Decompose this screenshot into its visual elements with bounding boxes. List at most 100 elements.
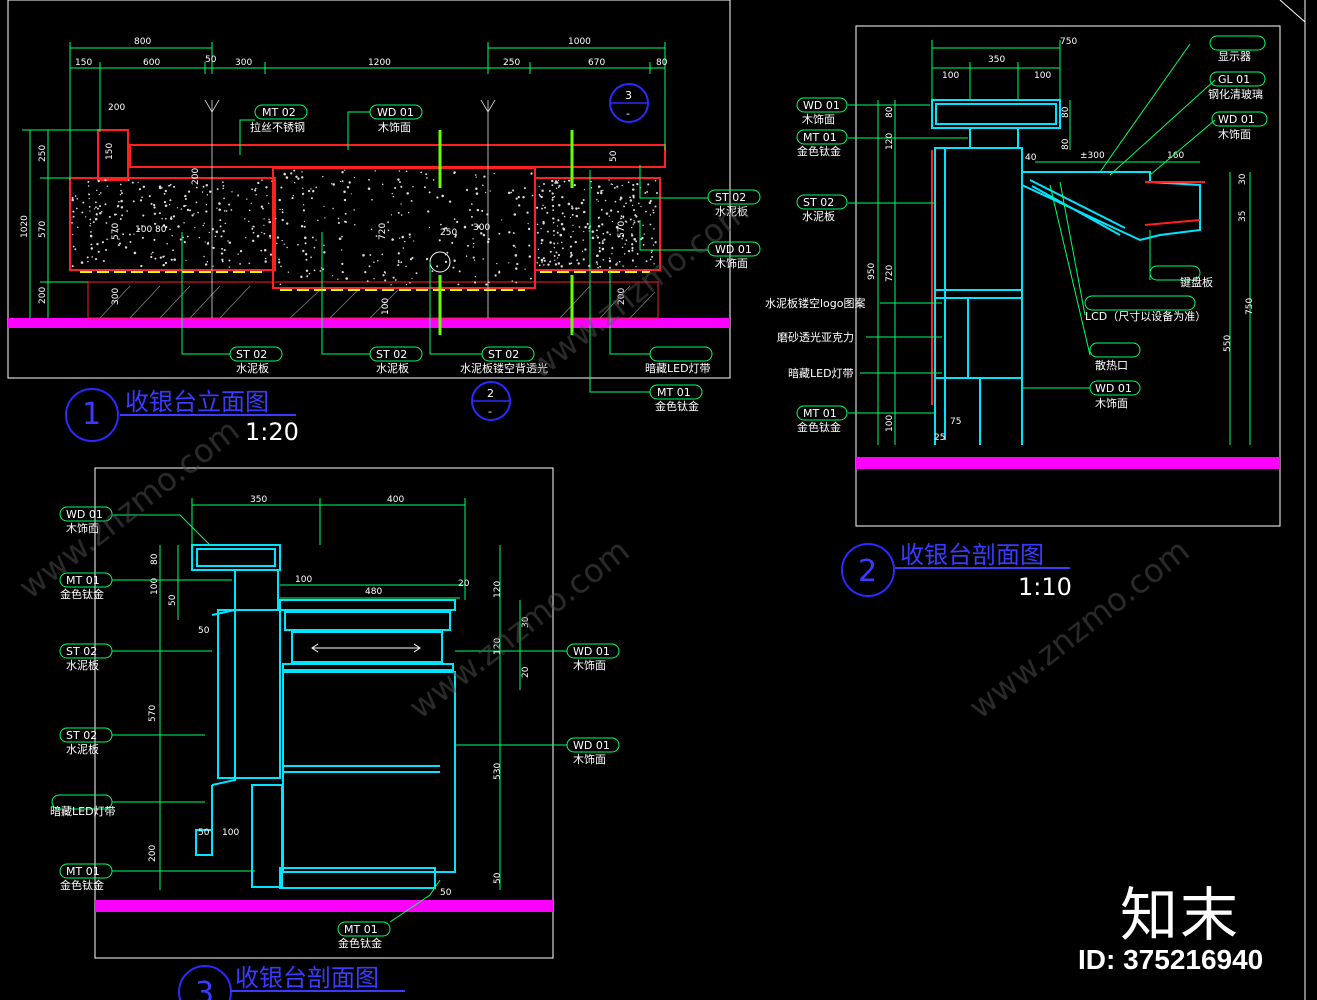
texture-dot [542, 222, 545, 225]
view2-tags-right: 显示器 GL 01 钢化清玻璃 WD 01 木饰面 键盘板 LCD（尺寸以设备为… [1084, 35, 1268, 410]
texture-dot [193, 213, 195, 215]
view2-section: 750 350 100 100 80 120 950 720 80 100 75… [765, 25, 1281, 601]
texture-dot [132, 200, 135, 203]
sheet-border-corner [1279, 0, 1306, 23]
texture-dot [583, 188, 586, 191]
texture-dot [544, 206, 546, 209]
texture-dot [481, 209, 484, 212]
texture-dot [474, 281, 477, 284]
texture-dot [228, 259, 231, 262]
texture-dot [291, 197, 294, 200]
v1-dim-left: 200 [38, 287, 48, 304]
view3-dimension-lines [159, 498, 521, 890]
texture-dot [323, 251, 326, 254]
texture-dot [397, 252, 400, 255]
texture-dot [119, 183, 122, 186]
texture-dot [611, 183, 614, 186]
texture-dot [154, 222, 157, 225]
texture-dot [631, 204, 634, 207]
texture-dot [498, 271, 501, 274]
texture-dot [411, 277, 413, 280]
texture-dot [302, 187, 304, 190]
view1-section-cuts [438, 130, 574, 335]
texture-dot [302, 209, 306, 212]
texture-dot [397, 261, 400, 264]
texture-dot [248, 220, 250, 223]
texture-dot [621, 237, 623, 240]
svg-text:金色钛金: 金色钛金 [655, 399, 699, 413]
texture-dot [100, 210, 103, 213]
texture-dot [636, 182, 639, 186]
view2-number: 2 [858, 554, 877, 589]
v2-dim: 750 [1060, 37, 1077, 47]
texture-dot [317, 219, 319, 222]
texture-dot [319, 270, 322, 272]
v2-dim: 100 [942, 71, 959, 81]
texture-dot [645, 210, 647, 213]
texture-dot [598, 250, 601, 253]
texture-dot [260, 249, 263, 252]
texture-dot [338, 237, 342, 241]
v2-dim: 80 [885, 106, 895, 118]
texture-dot [72, 233, 74, 236]
texture-dot [553, 234, 555, 236]
marker-2-sub: - [488, 405, 492, 418]
v1-dim-inner: 720 [378, 223, 388, 240]
view3-number: 3 [195, 976, 214, 1000]
texture-dot [586, 222, 589, 226]
texture-dot [164, 189, 167, 193]
v3-dim: 530 [493, 763, 503, 780]
svg-text:WD 01: WD 01 [377, 106, 414, 119]
texture-dot [498, 232, 501, 235]
texture-dot [540, 242, 543, 245]
texture-dot [255, 194, 257, 196]
texture-dot [268, 218, 270, 220]
texture-dot [409, 258, 413, 261]
texture-dot [290, 172, 293, 175]
texture-dot [203, 222, 205, 224]
texture-dot [312, 190, 315, 193]
texture-dot [345, 277, 348, 280]
v2-dim: 100 [885, 415, 895, 432]
texture-dot [76, 197, 79, 200]
material-tag-text: 暗藏LED灯带 [788, 366, 854, 380]
texture-dot [176, 207, 179, 209]
texture-dot [616, 262, 618, 264]
texture-dot [204, 263, 208, 266]
texture-dot [293, 169, 296, 172]
texture-dot [323, 205, 325, 208]
texture-dot [286, 222, 289, 225]
texture-dot [223, 210, 226, 212]
texture-dot [484, 191, 487, 194]
texture-dot [412, 186, 414, 188]
texture-dot [315, 186, 318, 189]
texture-dot [138, 188, 142, 191]
texture-dot [483, 175, 486, 178]
texture-dot [629, 218, 632, 221]
texture-dot [428, 226, 431, 229]
view1-plinth-hatch [99, 285, 656, 319]
texture-dot [522, 196, 525, 199]
texture-dot [120, 199, 123, 203]
view1-material-tags: MT 02 拉丝不锈钢 WD 01 木饰面 ST 02 水泥板 WD 01 木饰… [229, 104, 761, 413]
texture-dot [281, 211, 284, 214]
texture-dot [627, 181, 630, 184]
texture-dot [281, 239, 283, 242]
view2-cabinet [931, 99, 1201, 445]
texture-dot [183, 204, 186, 208]
texture-dot [278, 198, 281, 202]
svg-text:MT 01: MT 01 [657, 386, 691, 399]
texture-dot [563, 180, 566, 183]
texture-dot [536, 223, 539, 226]
material-tag: ST 02 水泥板 [369, 346, 423, 375]
texture-dot [172, 215, 176, 218]
texture-dot [569, 245, 573, 248]
v1-dim-top: 150 [75, 58, 92, 68]
texture-dot [183, 241, 186, 244]
material-tag-text: 钢化清玻璃 [1208, 87, 1263, 101]
texture-dot [601, 242, 604, 245]
texture-dot [621, 184, 623, 187]
view1-dimension-lines [22, 42, 666, 318]
texture-dot [104, 179, 107, 182]
